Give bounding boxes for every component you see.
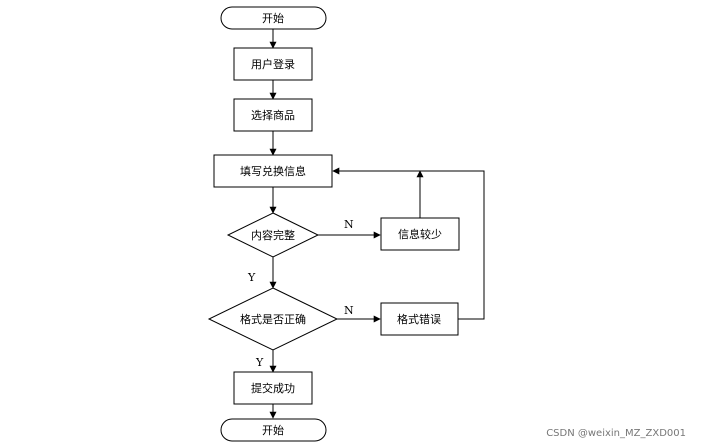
edge-label-content-yes: Y [247, 271, 256, 284]
node-content-check: 内容完整 [226, 212, 320, 258]
edge-label-format-yes: Y [255, 356, 264, 369]
node-login-label: 用户登录 [251, 57, 295, 71]
node-content-check-label: 内容完整 [251, 228, 295, 242]
edges [269, 29, 485, 419]
node-select: 选择商品 [233, 98, 313, 132]
edge-error-loop [420, 170, 485, 320]
node-info-less-label: 信息较少 [398, 227, 442, 241]
watermark: CSDN @weixin_MZ_ZXD001 [546, 428, 686, 439]
node-format-error-label: 格式错误 [397, 312, 441, 326]
node-format-check: 格式是否正确 [207, 287, 339, 351]
node-format-check-label: 格式是否正确 [240, 312, 306, 326]
node-info-less: 信息较少 [380, 217, 460, 251]
edge-label-format-no: N [344, 304, 354, 317]
node-end-label: 开始 [262, 423, 284, 437]
node-login: 用户登录 [233, 47, 313, 81]
node-submit: 提交成功 [233, 371, 313, 405]
node-start: 开始 [220, 6, 327, 30]
node-select-label: 选择商品 [251, 108, 295, 122]
node-submit-label: 提交成功 [251, 381, 295, 395]
node-fill-label: 填写兑换信息 [240, 164, 306, 178]
node-end: 开始 [220, 418, 327, 442]
node-fill: 填写兑换信息 [213, 154, 333, 188]
edge-label-content-no: N [344, 218, 354, 231]
node-format-error: 格式错误 [380, 302, 459, 336]
node-start-label: 开始 [262, 11, 284, 25]
